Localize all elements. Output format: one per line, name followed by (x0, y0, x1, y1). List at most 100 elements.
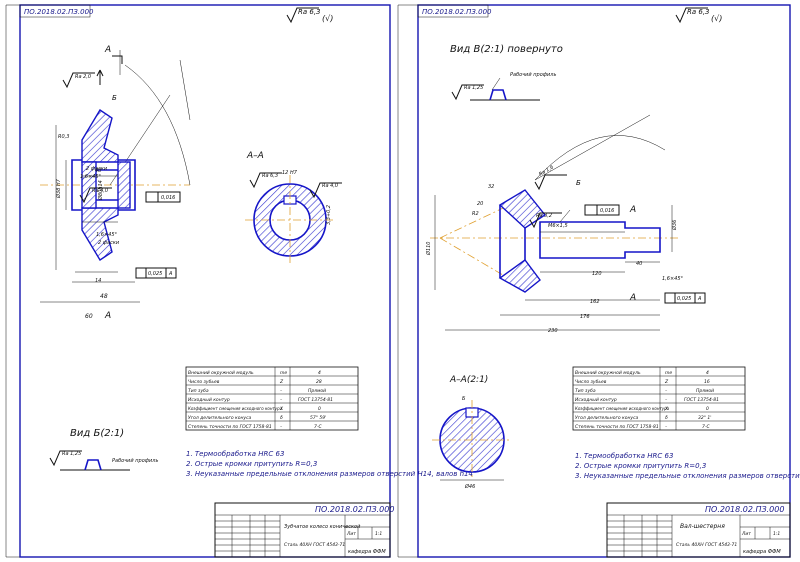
svg-text:0: 0 (706, 406, 709, 412)
svg-text:60: 60 (85, 313, 93, 320)
svg-text:–: – (280, 398, 283, 403)
svg-text:Прямой: Прямой (696, 388, 714, 394)
sheet-right-frame (417, 4, 791, 558)
svg-text:16: 16 (704, 379, 710, 385)
svg-text:Ø46: Ø46 (464, 483, 475, 490)
svg-text:Вал-шестерня: Вал-шестерня (680, 523, 725, 530)
svg-text:(√): (√) (322, 14, 333, 23)
gear-main-view: Ra 2,0 Б Ra 4,0 1,6×45° 2 фаски R0,3 1,6… (40, 45, 191, 321)
svg-text:Ra 6,3: Ra 6,3 (687, 8, 710, 16)
svg-text:0,025: 0,025 (677, 296, 691, 302)
svg-text:(√): (√) (711, 14, 722, 23)
svg-text:3. Неуказанные предельные откл: 3. Неуказанные предельные отклонения раз… (186, 470, 473, 478)
svg-text:Тип зуба: Тип зуба (575, 388, 596, 394)
svg-text:2 фаски: 2 фаски (86, 166, 108, 172)
left-tolerance-face: 0,025 A (135, 267, 177, 279)
svg-text:Рабочий профиль: Рабочий профиль (112, 458, 158, 464)
left-title-block: ПО.2018.02.ПЗ.000 Зубчатое колесо кониче… (214, 502, 394, 558)
svg-text:0,016: 0,016 (161, 195, 175, 201)
svg-text:Z: Z (279, 379, 284, 385)
svg-text:20: 20 (477, 201, 483, 207)
right-tolerance-runout: 0,016 (584, 204, 620, 216)
svg-text:А–А(2:1): А–А(2:1) (449, 375, 488, 385)
svg-text:Б: Б (576, 179, 581, 187)
svg-text:А–А: А–А (246, 151, 264, 161)
svg-text:–: – (665, 389, 668, 394)
svg-text:4: 4 (706, 370, 709, 376)
svg-text:Число зубьев: Число зубьев (188, 379, 220, 385)
svg-text:–: – (280, 425, 283, 430)
svg-text:A: A (168, 271, 173, 277)
svg-text:Б: Б (462, 396, 466, 402)
left-view-b: Вид Б(2:1) Ra 1,25 Рабочий профиль (49, 428, 158, 471)
svg-text:0: 0 (318, 406, 321, 412)
svg-text:Ra 4,0: Ra 4,0 (322, 183, 338, 189)
svg-text:1. Термообработка HRC 63: 1. Термообработка HRC 63 (186, 450, 284, 458)
svg-text:R0,3: R0,3 (58, 134, 69, 140)
svg-text:1,6×45°: 1,6×45° (80, 174, 102, 180)
svg-text:57° 59': 57° 59' (310, 415, 326, 421)
svg-text:Ø110: Ø110 (425, 242, 432, 256)
svg-text:Ø80h14: Ø80h14 (97, 180, 104, 201)
svg-text:–: – (280, 389, 283, 394)
svg-text:Рабочий профиль: Рабочий профиль (510, 72, 556, 78)
svg-text:Коэффициент смещения исходного: Коэффициент смещения исходного контура (575, 406, 670, 411)
svg-text:δ: δ (280, 415, 283, 421)
svg-text:X: X (279, 406, 284, 412)
svg-text:48: 48 (100, 293, 108, 300)
svg-text:X: X (664, 406, 669, 412)
svg-text:Лит: Лит (741, 531, 751, 537)
svg-text:32: 32 (488, 184, 494, 190)
sheet-right: ПО.2018.02.ПЗ.000 Ra 6,3 (√) Вид В(2:1) … (397, 4, 800, 558)
svg-text:Ra 3,2: Ra 3,2 (536, 213, 552, 219)
svg-text:230: 230 (548, 328, 558, 334)
left-roughness-general: Ra 6,3 (√) (286, 7, 333, 24)
svg-text:ГОСТ 13754-81: ГОСТ 13754-81 (684, 397, 719, 403)
svg-text:кафедра ФФМ: кафедра ФФМ (348, 549, 386, 555)
shaft-main-view: 230 176 162 120 40 1,6×45° Ø36 Ø110 32 2… (425, 114, 706, 334)
svg-text:2. Острые кромки притупить R=0: 2. Острые кромки притупить R=0,3 (186, 460, 317, 468)
svg-text:0,016: 0,016 (600, 208, 614, 214)
svg-text:14: 14 (95, 278, 101, 284)
right-section-aa: А–А(2:1) Ø46 Б (432, 375, 512, 490)
svg-text:162: 162 (590, 299, 600, 305)
left-cut-label-bottom: А (104, 311, 111, 321)
svg-text:–: – (665, 425, 668, 430)
left-cut-label-top: А (104, 45, 111, 55)
svg-text:Лит: Лит (346, 531, 356, 537)
svg-text:7-С: 7-С (702, 424, 710, 430)
section-aa: А–А Ra 6,3 Ra 4,0 12 H7 3,3+0,2 (245, 151, 342, 265)
svg-text:Угол делительного конуса: Угол делительного конуса (575, 415, 639, 421)
svg-text:1,6×45°: 1,6×45° (96, 232, 118, 238)
svg-text:δ: δ (665, 415, 668, 421)
svg-text:7-С: 7-С (314, 424, 322, 430)
svg-text:Исходный контур: Исходный контур (188, 397, 230, 403)
svg-text:32° 1': 32° 1' (698, 415, 712, 421)
svg-text:3,3+0,2: 3,3+0,2 (326, 205, 332, 225)
svg-text:Сталь 40ХН ГОСТ 4543-71: Сталь 40ХН ГОСТ 4543-71 (676, 542, 737, 548)
svg-text:Степень точности по ГОСТ 1758-: Степень точности по ГОСТ 1758-81 (575, 424, 659, 430)
svg-text:Ø36: Ø36 (671, 220, 678, 231)
svg-text:ПО.2018.02.ПЗ.000: ПО.2018.02.ПЗ.000 (315, 505, 394, 514)
svg-text:me: me (665, 371, 672, 376)
svg-text:Ra 6,3: Ra 6,3 (262, 173, 278, 179)
svg-text:4: 4 (318, 370, 321, 376)
svg-text:2 фаски: 2 фаски (98, 240, 120, 246)
svg-text:3. Неуказанные предельные откл: 3. Неуказанные предельные отклонения раз… (575, 472, 800, 480)
svg-text:0,025: 0,025 (148, 271, 162, 277)
svg-text:Внешний окружной модуль: Внешний окружной модуль (575, 370, 641, 376)
right-view-label: Вид В(2:1) повернуто (450, 44, 563, 55)
svg-text:Число зубьев: Число зубьев (575, 379, 607, 385)
svg-text:Вид Б(2:1): Вид Б(2:1) (70, 428, 124, 439)
svg-text:ГОСТ 13754-81: ГОСТ 13754-81 (298, 397, 333, 403)
svg-text:–: – (665, 398, 668, 403)
svg-text:Прямой: Прямой (308, 388, 326, 394)
svg-text:48: 48 (95, 168, 101, 174)
svg-text:Ra 1,25: Ra 1,25 (62, 451, 81, 457)
left-tolerance-runout: 0,016 (145, 191, 181, 203)
svg-text:R2: R2 (472, 211, 479, 217)
left-technical-notes: 1. Термообработка HRC 63 2. Острые кромк… (186, 450, 473, 478)
right-tolerance-face: 0,025 A (664, 292, 706, 304)
sheet-left-frame (19, 4, 391, 558)
